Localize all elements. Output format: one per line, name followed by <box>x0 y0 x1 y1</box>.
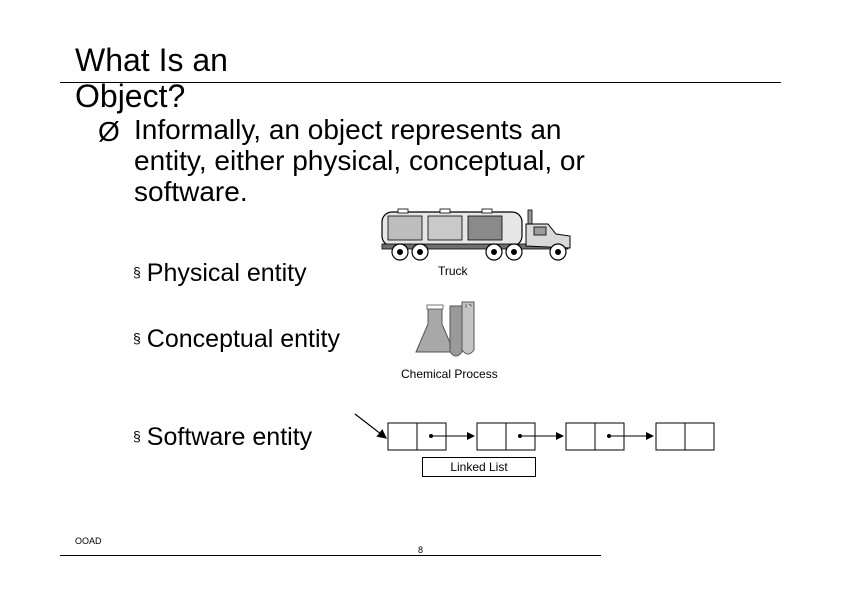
footer-course-label: OOAD <box>75 536 102 546</box>
chemical-process-caption: Chemical Process <box>401 367 498 381</box>
arrow-bullet-icon: Ø <box>98 116 120 147</box>
square-bullet-icon: § <box>133 264 141 280</box>
main-bullet-text: Informally, an object represents an enti… <box>134 114 585 207</box>
sub-bullet-label: Software entity <box>146 423 313 451</box>
square-bullet-icon: § <box>133 428 141 444</box>
title-divider <box>60 82 781 83</box>
sub-bullet-label: Physical entity <box>146 259 307 287</box>
truck-caption: Truck <box>438 264 468 278</box>
linked-list-diagram <box>354 413 715 451</box>
square-bullet-icon: § <box>133 330 141 346</box>
chemistry-flask-icon <box>415 301 475 357</box>
slide-title: What Is an Object? <box>75 42 228 114</box>
truck-icon <box>381 208 571 261</box>
footer-divider <box>60 555 601 556</box>
sub-bullet-software: § Software entity <box>133 422 312 451</box>
sub-bullet-label: Conceptual entity <box>146 325 340 353</box>
sub-bullet-physical: § Physical entity <box>133 258 307 287</box>
sub-bullet-conceptual: § Conceptual entity <box>133 324 340 353</box>
page-number: 8 <box>418 545 424 555</box>
linked-list-caption: Linked List <box>422 457 536 477</box>
